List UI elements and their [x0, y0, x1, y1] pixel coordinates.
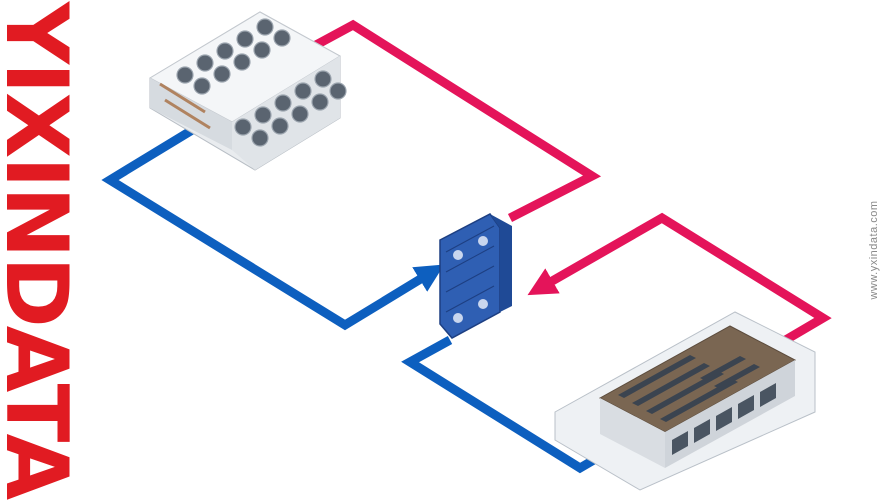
- exchanger-port-bottom-left: [453, 313, 463, 323]
- building-windows: [672, 383, 776, 455]
- pipe-manifold: [159, 82, 206, 114]
- exchanger-port-top-left: [453, 250, 463, 260]
- exchanger-port-top-right: [478, 236, 488, 246]
- brand-strip: YIXINDATA: [0, 0, 72, 500]
- server-rack-rows: [618, 355, 760, 422]
- hot-pipe-lower: [527, 212, 832, 352]
- plate-heat-exchanger: [439, 213, 512, 339]
- data-center-building: [554, 311, 816, 491]
- dry-cooler: [148, 11, 347, 171]
- hot-pipe-upper: [279, 19, 602, 223]
- exchanger-port-bottom-right: [478, 299, 488, 309]
- cooler-fan-grid: [176, 18, 347, 147]
- cold-pipe-upper: [101, 114, 445, 331]
